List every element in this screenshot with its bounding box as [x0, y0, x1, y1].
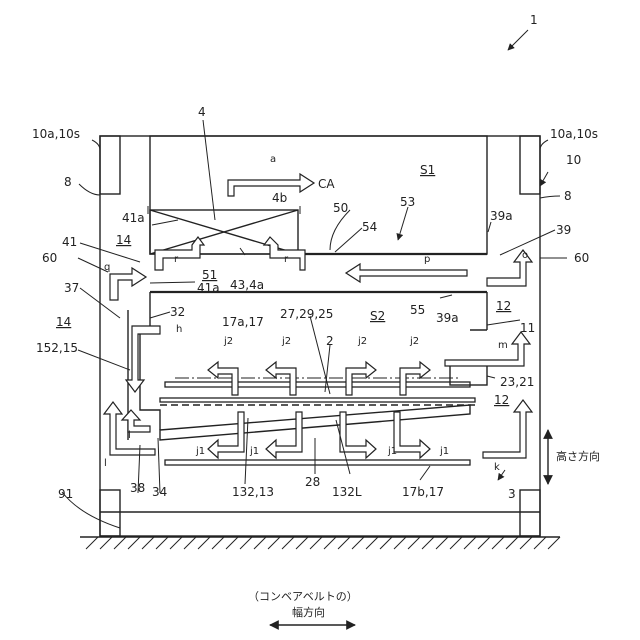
label-39a-mid: 39a: [436, 311, 459, 325]
label-10a10s-right: 10a,10s: [550, 127, 598, 141]
label-28: 28: [305, 475, 320, 489]
label-i: i: [128, 430, 131, 441]
label-j2-1: j2: [223, 336, 233, 347]
label-S2: S2: [370, 309, 385, 323]
label-132-13: 132,13: [232, 485, 274, 499]
label-j2-3: j2: [357, 336, 367, 347]
label-4b: 4b: [272, 191, 287, 205]
label-60-right: 60: [574, 251, 589, 265]
label-60-left: 60: [42, 251, 57, 265]
label-51: 51: [202, 268, 217, 282]
label-17a17: 17a,17: [222, 315, 264, 329]
label-h: h: [176, 324, 182, 335]
label-o: o: [522, 250, 528, 261]
label-k: k: [494, 462, 500, 473]
label-12-bot: 12: [494, 393, 509, 407]
label-34: 34: [152, 485, 167, 499]
label-12-top: 12: [496, 299, 511, 313]
label-4: 4: [198, 105, 206, 119]
label-14-mid: 14: [56, 315, 71, 329]
ground: [80, 537, 560, 549]
upper-chamber: [150, 136, 487, 254]
label-height-dir: 高さ方向: [556, 449, 600, 463]
post-top-left: [100, 136, 120, 194]
conveyor-frame: [160, 398, 475, 402]
label-m: m: [498, 340, 508, 351]
label-j1-4: j1: [439, 446, 449, 457]
post-top-right: [520, 136, 540, 194]
label-50: 50: [333, 201, 348, 215]
label-32: 32: [170, 305, 185, 319]
figure-number: 1: [530, 13, 538, 27]
label-p: p: [424, 254, 430, 265]
label-17b17: 17b,17: [402, 485, 444, 499]
label-54: 54: [362, 220, 377, 234]
label-j1-1: j1: [195, 446, 205, 457]
label-41: 41: [62, 235, 77, 249]
label-39a-top: 39a: [490, 209, 513, 223]
plate-17b: [165, 460, 470, 465]
label-S1: S1: [420, 163, 435, 177]
label-132L: 132L: [332, 485, 362, 499]
label-41a-top: 41a: [122, 211, 145, 225]
label-10: 10: [566, 153, 581, 167]
label-41a-mid: 41a: [197, 281, 220, 295]
label-j2-4: j2: [409, 336, 419, 347]
label-43-4a: 43,4a: [230, 278, 264, 292]
label-10a10s-left: 10a,10s: [32, 127, 80, 141]
figure-number-leader: [508, 30, 528, 50]
post-bottom-right: [520, 490, 540, 536]
label-j1-2: j1: [249, 446, 259, 457]
inclined-duct: [160, 405, 470, 440]
label-3: 3: [508, 487, 516, 501]
label-8-right: 8: [564, 189, 572, 203]
label-2: 2: [326, 334, 334, 348]
leader-lines: [62, 120, 567, 528]
label-23-21: 23,21: [500, 375, 534, 389]
label-conveyor-2: 幅方向: [292, 605, 325, 619]
label-37: 37: [64, 281, 79, 295]
label-j1-3: j1: [387, 446, 397, 457]
label-38: 38: [130, 481, 145, 495]
label-q: q: [104, 262, 110, 273]
post-bottom-left: [100, 490, 120, 536]
label-11: 11: [520, 321, 535, 335]
label-a: a: [270, 154, 276, 165]
label-conveyor-1: （コンベアベルトの）: [248, 590, 358, 603]
label-39: 39: [556, 223, 571, 237]
label-j2-2: j2: [281, 336, 291, 347]
label-l: l: [104, 458, 107, 469]
label-8-left: 8: [64, 175, 72, 189]
label-53: 53: [400, 195, 415, 209]
label-14-top: 14: [116, 233, 131, 247]
label-152-15: 152,15: [36, 341, 78, 355]
label-55: 55: [410, 303, 425, 317]
plate-17a: [165, 382, 470, 387]
label-91: 91: [58, 487, 73, 501]
label-27-29-25: 27,29,25: [280, 307, 333, 321]
label-CA: CA: [318, 177, 335, 191]
